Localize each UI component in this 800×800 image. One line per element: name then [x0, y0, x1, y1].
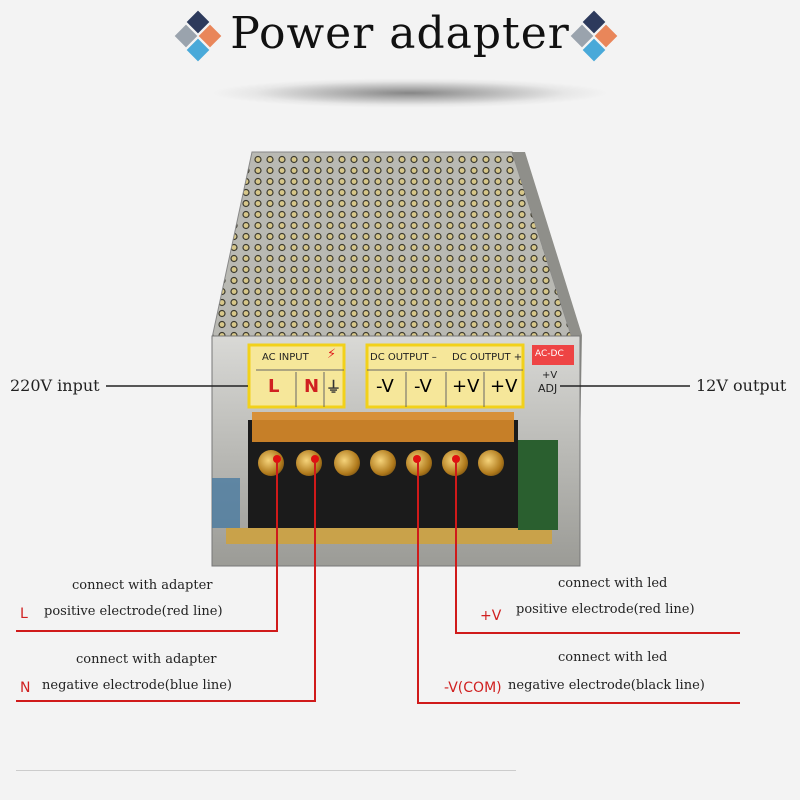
- wire-point-minusV: [413, 455, 421, 463]
- terminal-minusV-2: -V: [414, 376, 432, 397]
- annotation-plusV-tag: +V: [480, 608, 502, 624]
- dc-output-pos-label: DC OUTPUT +: [452, 352, 523, 363]
- wire-N-horizontal: [16, 700, 316, 702]
- terminal-L: L: [268, 376, 280, 397]
- ac-input-label: AC INPUT: [262, 352, 309, 363]
- annotation-minusV-tag: -V(COM): [444, 680, 502, 696]
- terminal-N: N: [304, 376, 320, 397]
- wire-N-vertical: [314, 462, 316, 702]
- adj-v-label: +V: [542, 370, 558, 381]
- terminal-minusV-1: -V: [376, 376, 394, 397]
- annotation-N-line1: connect with adapter: [76, 652, 217, 667]
- annotation-L-line2: positive electrode(red line): [44, 604, 223, 619]
- wire-L-vertical: [276, 462, 278, 632]
- wire-minusV-vertical: [417, 462, 419, 704]
- input-voltage-label: 220V input: [10, 376, 100, 395]
- terminal-screw: [370, 450, 396, 476]
- title-shadow: [210, 78, 610, 108]
- annotation-N-tag: N: [20, 680, 31, 696]
- annotation-minusV-line1: connect with led: [558, 650, 668, 665]
- wire-point-N: [311, 455, 319, 463]
- terminal-screw: [258, 450, 284, 476]
- wire-L-horizontal: [16, 630, 278, 632]
- annotation-L-tag: L: [20, 606, 28, 622]
- ground-icon: ⏚: [326, 378, 342, 396]
- wire-minusV-horizontal: [417, 702, 740, 704]
- adj-label: ADJ: [538, 382, 558, 395]
- annotation-minusV-line2: negative electrode(black line): [508, 678, 705, 693]
- output-voltage-label: 12V output: [696, 376, 787, 395]
- page-title: Power adapter: [230, 8, 570, 59]
- annotation-L-line1: connect with adapter: [72, 578, 213, 593]
- annotation-plusV-line1: connect with led: [558, 576, 668, 591]
- annotation-plusV-line2: positive electrode(red line): [516, 602, 695, 617]
- terminal-plusV-2: +V: [490, 376, 518, 397]
- dc-output-neg-label: DC OUTPUT –: [370, 352, 437, 363]
- terminal-screw: [478, 450, 504, 476]
- terminal-screw: [406, 450, 432, 476]
- wire-point-plusV: [452, 455, 460, 463]
- bottom-divider: [16, 770, 516, 771]
- terminal-screw: [296, 450, 322, 476]
- wire-point-L: [273, 455, 281, 463]
- annotation-N-line2: negative electrode(blue line): [42, 678, 232, 693]
- wire-plusV-vertical: [455, 462, 457, 634]
- ac-dc-label: AC-DC: [535, 349, 564, 359]
- lightning-icon: ⚡: [327, 347, 337, 362]
- wire-plusV-horizontal: [455, 632, 740, 634]
- terminal-plusV-1: +V: [452, 376, 480, 397]
- terminal-screw: [334, 450, 360, 476]
